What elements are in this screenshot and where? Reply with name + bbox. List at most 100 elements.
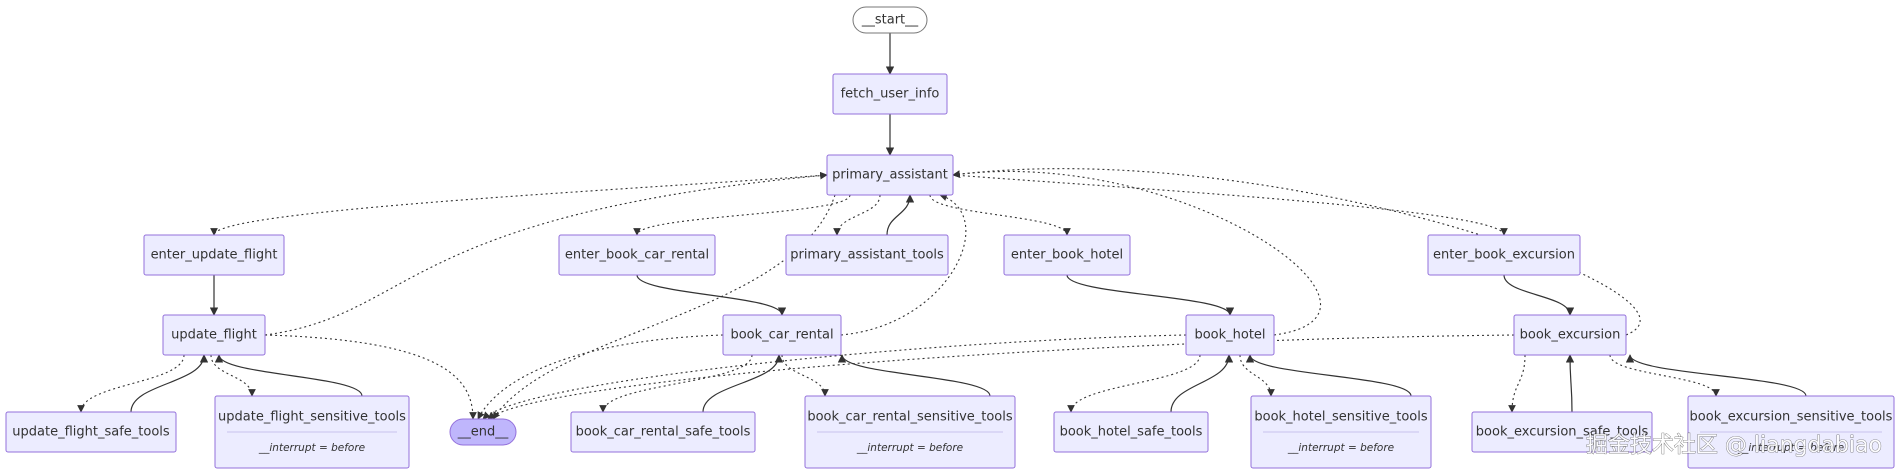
node-label-book_hotel_safe_tools: book_hotel_safe_tools [1060, 425, 1203, 440]
node-label-book_excursion_sensitive_tools: book_excursion_sensitive_tools [1690, 410, 1893, 425]
node-box-book_car_rental_safe_tools [570, 411, 756, 453]
edge-enter_book_excursion-to-book_excursion [1503, 274, 1575, 316]
node-book_excursion[interactable]: book_excursion [1513, 314, 1627, 356]
node-label-book_hotel: book_hotel [1194, 328, 1265, 343]
edge-update_flight-to-update_flight_safe_tools [77, 354, 185, 413]
node-enter_book_excursion[interactable]: enter_book_excursion [1427, 234, 1581, 276]
edge-primary_assistant-to-end [492, 194, 836, 420]
edge-enter_book_car_rental-to-book_car_rental [636, 274, 787, 316]
node-book_excursion_safe_tools[interactable]: book_excursion_safe_tools [1471, 411, 1653, 453]
node-label-enter_update_flight: enter_update_flight [151, 248, 278, 263]
edge-update_flight-to-update_flight_sensitive_tools [210, 354, 256, 397]
node-box-book_hotel [1185, 314, 1275, 356]
node-label-book_hotel_sensitive_tools: book_hotel_sensitive_tools [1254, 410, 1427, 425]
edge-book_hotel_safe_tools-to-book_hotel [1170, 354, 1234, 413]
edge-book_hotel-to-end [482, 334, 1187, 420]
node-label-book_car_rental: book_car_rental [730, 328, 833, 343]
edge-update_flight_sensitive_tools-to-update_flight [214, 354, 363, 397]
edge-book_hotel_sensitive_tools-to-book_hotel [1245, 354, 1412, 397]
edge-enter_book_hotel-to-book_hotel [1066, 274, 1235, 316]
edge-update_flight-to-end [264, 334, 477, 420]
edge-book_hotel-to-primary_assistant [952, 170, 1322, 336]
node-book_car_rental_safe_tools[interactable]: book_car_rental_safe_tools [570, 411, 756, 453]
node-start[interactable]: __start__ [852, 6, 928, 34]
node-box-primary_assistant_tools [785, 234, 949, 276]
edge-update_flight_safe_tools-to-update_flight [130, 354, 209, 413]
node-box-enter_book_hotel [1003, 234, 1131, 276]
node-update_flight_sensitive_tools[interactable]: update_flight_sensitive_tools __interrupt… [214, 395, 410, 469]
edge-book_car_rental-to-end [477, 334, 724, 420]
edge-primary_assistant_tools-to-primary_assistant [886, 194, 915, 236]
edge-book_car_rental_safe_tools-to-book_car_rental [702, 354, 784, 413]
node-label-book_excursion: book_excursion [1520, 328, 1621, 343]
node-box-update_flight [162, 314, 266, 356]
node-label-end: __end__ [457, 425, 509, 440]
node-box-book_excursion [1513, 314, 1627, 356]
node-book_car_rental[interactable]: book_car_rental [722, 314, 842, 356]
node-book_car_rental_sensitive_tools[interactable]: book_car_rental_sensitive_tools __interru… [804, 395, 1016, 469]
node-book_hotel_safe_tools[interactable]: book_hotel_safe_tools [1053, 411, 1209, 453]
edges-layer [77, 33, 1807, 420]
edge-book_excursion_sensitive_tools-to-book_excursion [1625, 354, 1807, 397]
node-note-update_flight_sensitive_tools: __interrupt = before [258, 442, 365, 454]
edge-book_car_rental-to-primary_assistant [840, 193, 967, 336]
edge-book_hotel-to-book_hotel_sensitive_tools [1239, 354, 1275, 397]
edge-primary_assistant-to-enter_book_car_rental [633, 194, 851, 236]
node-label-enter_book_car_rental: enter_book_car_rental [565, 248, 709, 263]
node-note-book_excursion_sensitive_tools: __interrupt = before [1737, 442, 1844, 454]
edge-book_car_rental-to-book_car_rental_safe_tools [599, 354, 753, 413]
node-enter_book_car_rental[interactable]: enter_book_car_rental [558, 234, 716, 276]
node-update_flight_safe_tools[interactable]: update_flight_safe_tools [5, 411, 177, 453]
node-label-enter_book_excursion: enter_book_excursion [1433, 248, 1575, 263]
edge-primary_assistant-to-enter_book_hotel [929, 194, 1071, 236]
nodes-layer: __start__ fetch_user_info primary_assistan… [5, 6, 1895, 469]
edge-book_excursion-to-primary_assistant [952, 168, 1641, 336]
edge-primary_assistant-to-enter_update_flight [210, 174, 828, 236]
node-label-book_car_rental_sensitive_tools: book_car_rental_sensitive_tools [807, 410, 1013, 425]
node-book_hotel[interactable]: book_hotel [1185, 314, 1275, 356]
node-box-fetch_user_info [832, 73, 948, 115]
node-primary_assistant[interactable]: primary_assistant [826, 154, 954, 196]
edge-book_excursion_safe_tools-to-book_excursion [1565, 354, 1575, 413]
edge-book_hotel-to-book_hotel_safe_tools [1067, 354, 1201, 413]
edge-book_excursion-to-book_excursion_sensitive_tools [1609, 354, 1720, 397]
node-label-enter_book_hotel: enter_book_hotel [1011, 248, 1123, 263]
node-end[interactable]: __end__ [449, 418, 517, 446]
node-book_excursion_sensitive_tools[interactable]: book_excursion_sensitive_tools __interrup… [1687, 395, 1895, 469]
edge-update_flight-to-primary_assistant [264, 171, 828, 336]
node-box-primary_assistant [826, 154, 954, 196]
node-label-update_flight_sensitive_tools: update_flight_sensitive_tools [218, 410, 406, 425]
watermark: 掘金技术社区 @ liangdabiao [1586, 433, 1882, 458]
edge-book_excursion-to-end [487, 334, 1515, 420]
node-label-book_excursion_safe_tools: book_excursion_safe_tools [1476, 425, 1649, 440]
node-box-book_hotel_safe_tools [1053, 411, 1209, 453]
node-box-start [852, 6, 928, 34]
node-enter_book_hotel[interactable]: enter_book_hotel [1003, 234, 1131, 276]
node-box-book_excursion_safe_tools [1471, 411, 1653, 453]
node-note-book_hotel_sensitive_tools: __interrupt = before [1287, 442, 1394, 454]
node-label-start: __start__ [861, 13, 919, 28]
node-box-enter_update_flight [143, 234, 285, 276]
node-fetch_user_info[interactable]: fetch_user_info [832, 73, 948, 115]
node-label-primary_assistant: primary_assistant [832, 168, 948, 183]
node-box-enter_book_car_rental [558, 234, 716, 276]
node-label-fetch_user_info: fetch_user_info [841, 87, 940, 102]
node-enter_update_flight[interactable]: enter_update_flight [143, 234, 285, 276]
node-label-book_car_rental_safe_tools: book_car_rental_safe_tools [576, 425, 751, 440]
node-label-primary_assistant_tools: primary_assistant_tools [790, 248, 944, 263]
node-box-book_car_rental [722, 314, 842, 356]
node-label-update_flight: update_flight [171, 328, 257, 343]
node-book_hotel_sensitive_tools[interactable]: book_hotel_sensitive_tools __interrupt = … [1250, 395, 1432, 469]
edge-book_excursion-to-book_excursion_safe_tools [1508, 354, 1526, 413]
edge-primary_assistant-to-primary_assistant_tools [833, 194, 881, 236]
edge-primary_assistant-to-enter_book_excursion [952, 174, 1508, 236]
edge-book_car_rental-to-book_car_rental_sensitive_tools [781, 354, 829, 397]
node-box-update_flight_safe_tools [5, 411, 177, 453]
node-box-enter_book_excursion [1427, 234, 1581, 276]
node-update_flight[interactable]: update_flight [162, 314, 266, 356]
node-primary_assistant_tools[interactable]: primary_assistant_tools [785, 234, 949, 276]
node-box-end [449, 418, 517, 446]
edge-book_car_rental_sensitive_tools-to-book_car_rental [837, 354, 991, 397]
node-note-book_car_rental_sensitive_tools: __interrupt = before [856, 442, 963, 454]
